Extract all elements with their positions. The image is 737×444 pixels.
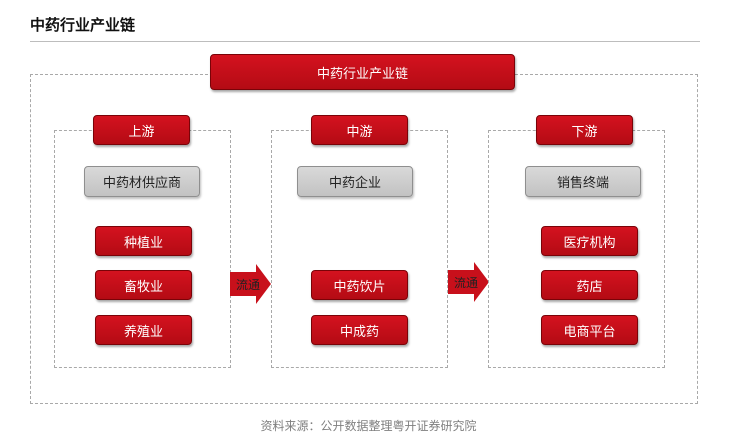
downstream-item-pharmacies: 药店 [541, 270, 638, 300]
flow-arrow-2-label: 流通 [453, 275, 478, 290]
downstream-item-ecommerce: 电商平台 [541, 315, 638, 345]
flow-arrow-2-shape [448, 262, 489, 302]
source-note: 资料来源：公开数据整理粤开证券研究院 [260, 419, 477, 433]
flow-arrow-1: 流通 [230, 264, 272, 304]
flow-arrow-1-label: 流通 [235, 277, 260, 292]
midstream-item-decoction-pieces: 中药饮片 [311, 270, 408, 300]
upstream-item-livestock: 畜牧业 [95, 270, 192, 300]
upstream-item-breeding: 养殖业 [95, 315, 192, 345]
root-node: 中药行业产业链 [210, 54, 515, 90]
page-title: 中药行业产业链 [30, 16, 136, 34]
midstream-item-patent-medicine: 中成药 [311, 315, 408, 345]
downstream-header: 下游 [536, 115, 633, 145]
upstream-category: 中药材供应商 [84, 166, 200, 197]
flow-arrow-1-shape [230, 264, 271, 304]
downstream-category: 销售终端 [525, 166, 641, 197]
flow-arrow-2: 流通 [448, 262, 490, 302]
upstream-header: 上游 [93, 115, 190, 145]
downstream-item-medical-institutions: 医疗机构 [541, 226, 638, 256]
midstream-category: 中药企业 [297, 166, 413, 197]
midstream-header: 中游 [311, 115, 408, 145]
title-divider [30, 41, 700, 42]
upstream-item-planting: 种植业 [95, 226, 192, 256]
